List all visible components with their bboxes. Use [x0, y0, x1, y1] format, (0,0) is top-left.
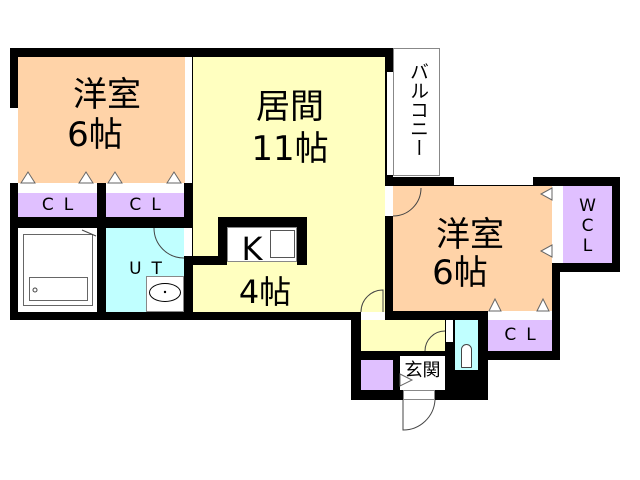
- entrance: [400, 356, 445, 390]
- stove: [270, 230, 295, 258]
- bathtub-basin: [29, 277, 88, 301]
- balcony-label: バルコニー: [407, 62, 429, 157]
- door-swing: [424, 330, 446, 352]
- closet-2-label: CL: [129, 195, 171, 215]
- kitchen-counter: [227, 227, 297, 262]
- bedroom-right-name: 洋室: [436, 215, 504, 255]
- closet-triangle: [107, 171, 123, 184]
- bedroom-left: [18, 57, 185, 183]
- closet-triangle: [539, 187, 553, 201]
- window: [10, 108, 18, 183]
- bathtub: [23, 234, 93, 306]
- hallway: [361, 320, 445, 351]
- closet-triangle: [166, 171, 182, 184]
- kitchen-name: K: [241, 230, 263, 268]
- door-swing: [392, 187, 422, 217]
- kitchen-wall: [184, 256, 218, 265]
- closet-door-band: [552, 186, 563, 263]
- drain: [32, 287, 38, 293]
- door-swing: [402, 399, 436, 431]
- shoe-closet: [361, 360, 393, 390]
- closet-2: [106, 193, 184, 217]
- utility-label: UT: [129, 259, 172, 279]
- living-room: [193, 57, 385, 312]
- door-gap: [361, 312, 385, 320]
- closet-1: [18, 193, 97, 217]
- closet-triangle: [20, 171, 36, 184]
- bedroom-left-size: 6帖: [67, 115, 123, 155]
- bathroom: [18, 228, 97, 312]
- bedroom-right: [393, 186, 552, 311]
- wcl-label-w: W: [579, 196, 596, 216]
- closet-triangle: [536, 297, 550, 312]
- partition: [185, 57, 192, 183]
- balcony: [393, 48, 440, 176]
- closet-triangle: [78, 171, 94, 184]
- door-swing: [81, 229, 97, 237]
- walk-in-closet: [563, 186, 612, 263]
- wcl-label-c: C: [581, 216, 594, 236]
- kitchen-size: 4帖: [238, 273, 292, 311]
- closet-3: [488, 320, 552, 351]
- window: [454, 177, 533, 185]
- closet-door-band: [18, 183, 97, 193]
- closet-door-band: [488, 311, 552, 320]
- bedroom-right-size: 6帖: [432, 253, 488, 293]
- door-swing: [360, 289, 384, 313]
- door-gap: [446, 320, 453, 342]
- living-size: 11帖: [251, 129, 329, 169]
- closet-triangle: [539, 244, 553, 258]
- drain: [163, 290, 167, 294]
- closet-triangle: [399, 373, 414, 387]
- closet-triangle: [488, 297, 502, 312]
- door-gap: [385, 186, 393, 216]
- door-swing: [153, 227, 185, 259]
- entrance-label: 玄関: [404, 360, 441, 381]
- window: [387, 72, 393, 175]
- closet-door-band: [106, 183, 184, 193]
- closet-3-label: CL: [504, 325, 546, 345]
- closet-1-label: CL: [41, 195, 84, 215]
- living-name: 居間: [256, 87, 324, 127]
- door-gap: [184, 228, 192, 256]
- wcl-label-l: L: [582, 236, 593, 256]
- entrance-door-gap: [403, 390, 435, 400]
- toilet: [461, 344, 472, 368]
- bedroom-left-name: 洋室: [73, 75, 141, 115]
